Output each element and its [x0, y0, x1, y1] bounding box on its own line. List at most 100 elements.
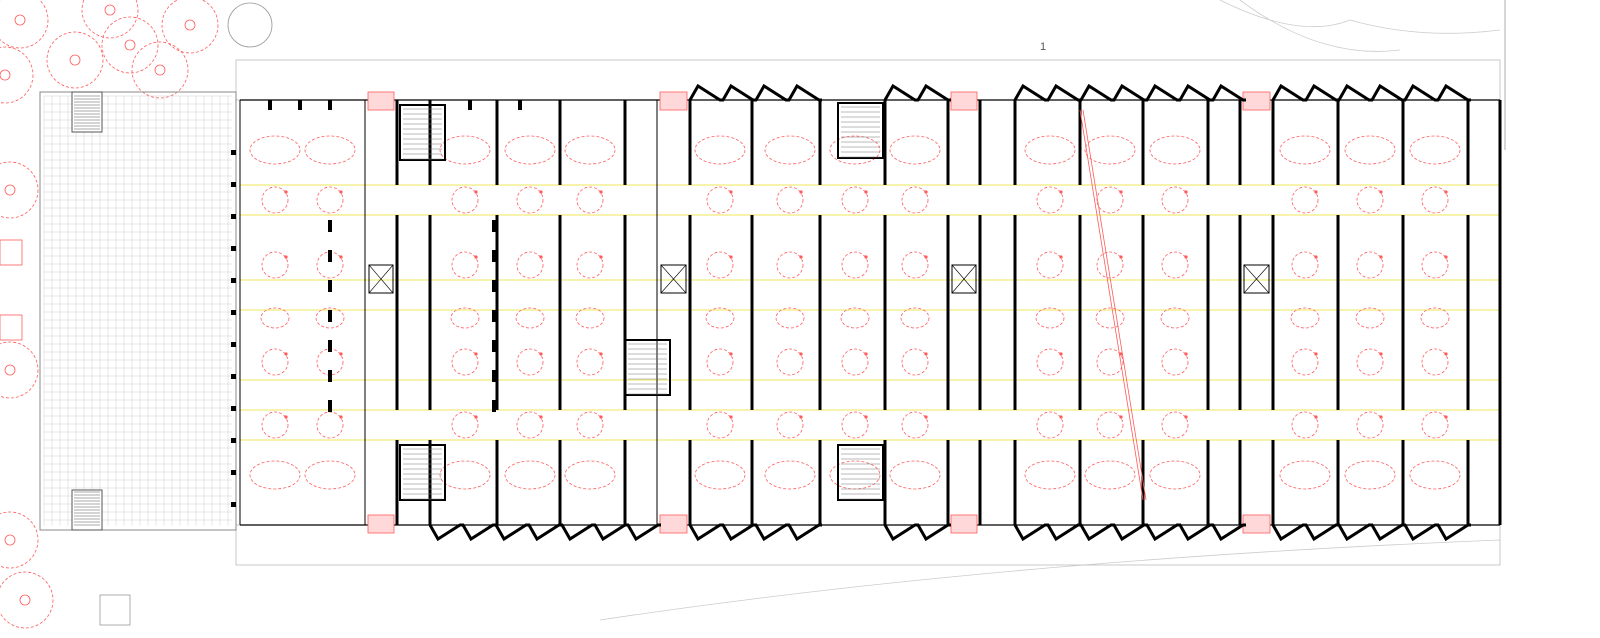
chair-marker: [1379, 352, 1383, 356]
tree-trunk-icon: [4, 364, 16, 376]
sawtooth-facade-top: [1013, 83, 1246, 102]
grid-plaza: [39, 91, 237, 531]
table: [1160, 307, 1190, 329]
round-table: [261, 348, 289, 376]
chair-marker: [729, 255, 733, 259]
diagonal-line: [1082, 109, 1147, 501]
chair-marker: [864, 255, 868, 259]
column: [328, 100, 332, 110]
tree-icon: [161, 0, 219, 54]
core-shaft-top: [1242, 91, 1271, 111]
round-table: [841, 411, 869, 439]
round-table: [1161, 186, 1189, 214]
round-table: [516, 251, 544, 279]
round-table: [516, 186, 544, 214]
chair-marker: [924, 255, 928, 259]
chair-marker: [284, 352, 288, 356]
chair-marker: [339, 415, 343, 419]
tree-icon: [0, 46, 34, 104]
chair-marker: [284, 190, 288, 194]
core-shaft-top: [367, 91, 395, 111]
column: [492, 340, 496, 352]
table: [515, 307, 545, 329]
chair-marker: [1119, 190, 1123, 194]
table: [315, 307, 345, 329]
tree-icon: [0, 161, 39, 219]
round-table: [901, 251, 929, 279]
column-marker: [231, 438, 236, 443]
round-table: [1356, 411, 1384, 439]
round-table: [1421, 251, 1449, 279]
column: [328, 250, 332, 262]
column: [328, 340, 332, 352]
column: [492, 280, 496, 292]
chair-marker: [729, 415, 733, 419]
stair-core: [624, 339, 671, 396]
column: [468, 100, 472, 110]
chair-marker: [1379, 415, 1383, 419]
elevator-icon: [951, 264, 977, 294]
round-table: [516, 348, 544, 376]
column: [492, 310, 496, 322]
walls-layer: [239, 83, 1502, 542]
round-table: [901, 348, 929, 376]
meeting-table: [1344, 460, 1396, 490]
chair-marker: [799, 190, 803, 194]
meeting-table: [249, 460, 301, 490]
core-shaft-top: [950, 91, 978, 111]
round-table: [1421, 348, 1449, 376]
round-table: [316, 411, 344, 439]
round-table: [576, 186, 604, 214]
contour-line: [599, 0, 1501, 621]
tree-icon: [0, 341, 39, 399]
chair-marker: [474, 255, 478, 259]
sawtooth-facade-bottom: [1013, 523, 1246, 542]
round-table: [516, 411, 544, 439]
table: [840, 307, 870, 329]
stair-core: [837, 102, 884, 159]
tree-trunk-icon: [184, 19, 196, 31]
chair-marker: [284, 415, 288, 419]
meeting-table: [1279, 460, 1331, 490]
round-table: [261, 186, 289, 214]
round-table: [1356, 251, 1384, 279]
tree-icon: [81, 0, 139, 39]
column: [328, 280, 332, 292]
tree-icon: [131, 41, 189, 99]
column: [518, 100, 522, 110]
stair-core: [399, 444, 446, 501]
chair-marker: [1444, 255, 1448, 259]
column-marker: [231, 374, 236, 379]
meeting-table: [1409, 135, 1461, 165]
column: [492, 370, 496, 382]
round-table: [841, 186, 869, 214]
column-marker: [231, 150, 236, 155]
chair-marker: [1314, 255, 1318, 259]
round-table: [1291, 251, 1319, 279]
meeting-table: [764, 135, 816, 165]
chair-marker: [1119, 352, 1123, 356]
core-shaft-bottom: [950, 514, 978, 534]
chair-marker: [539, 255, 543, 259]
column: [492, 250, 496, 262]
corridor-lines: [240, 184, 1500, 441]
meeting-table: [1344, 135, 1396, 165]
tree-icon: [0, 0, 49, 49]
column: [268, 100, 272, 110]
round-table: [261, 251, 289, 279]
tree-icon: [101, 16, 159, 74]
table: [1355, 307, 1385, 329]
round-table: [1356, 186, 1384, 214]
meeting-table: [1084, 460, 1136, 490]
sawtooth-facade-bottom: [883, 523, 951, 542]
column: [328, 370, 332, 382]
chair-marker: [1444, 190, 1448, 194]
site-stair: [99, 594, 131, 626]
chair-marker: [924, 352, 928, 356]
chair-marker: [599, 352, 603, 356]
round-table: [451, 186, 479, 214]
meeting-table: [694, 135, 746, 165]
plan-marker-label: 1: [1040, 41, 1046, 53]
round-table: [576, 251, 604, 279]
round-table: [1291, 348, 1319, 376]
